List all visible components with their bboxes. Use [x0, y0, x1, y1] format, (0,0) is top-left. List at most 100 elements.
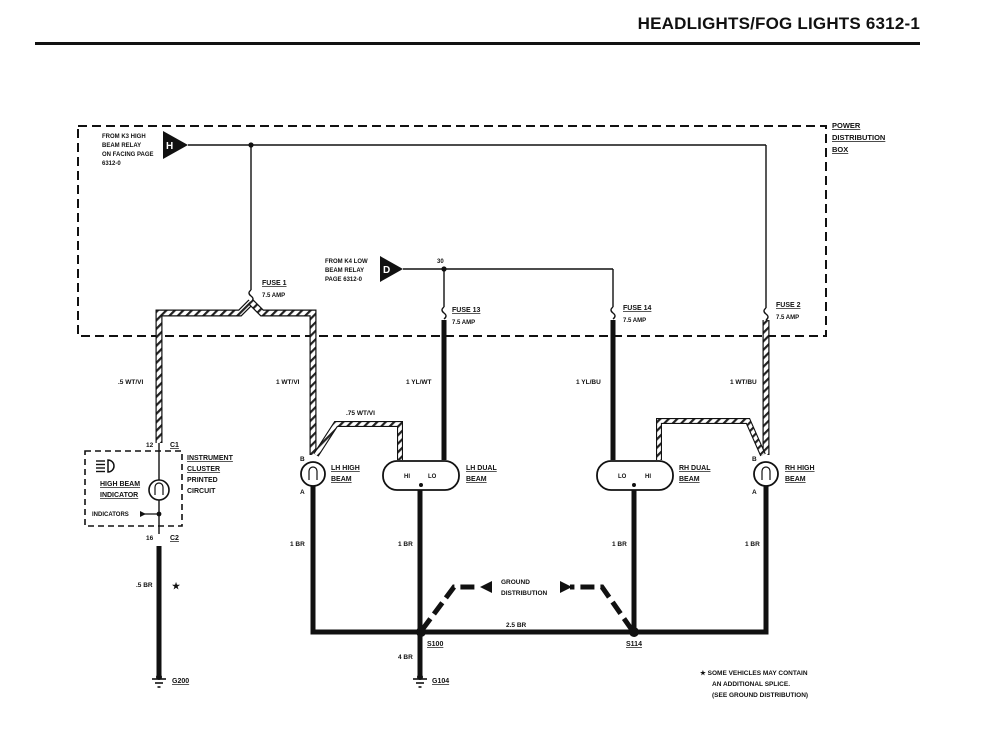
cluster-c2: C2 — [170, 535, 179, 542]
ground-dist-arrow-right — [560, 581, 572, 593]
ground-symbol-icon — [413, 678, 427, 688]
rh-high-label-2: BEAM — [785, 476, 806, 483]
high-beam-icon — [96, 459, 115, 473]
rh-dual-label-2: BEAM — [679, 476, 700, 483]
wire-wt-vi-cluster — [155, 299, 254, 443]
rh-high-pin-a: A — [752, 489, 757, 496]
fuse2-name: FUSE 2 — [776, 302, 801, 309]
connector-d-label-3: PAGE 6312-0 — [325, 277, 363, 283]
ground-dist-arrow-left — [480, 581, 492, 593]
connector-h-label-2: BEAM RELAY — [102, 143, 141, 149]
splice-s100 — [416, 627, 426, 637]
page-title: HEADLIGHTS/FOG LIGHTS 6312-1 — [637, 14, 920, 33]
lh-high-label-1: LH HIGH — [331, 465, 360, 472]
wire-075-wt-vi — [313, 421, 403, 460]
lh-high-label-2: BEAM — [331, 476, 352, 483]
cluster-label-1: INSTRUMENT — [187, 455, 234, 462]
ground-dist-lead-left — [419, 584, 480, 632]
fuse1-rating: 7.5 AMP — [262, 293, 285, 299]
lh-dual-hi: HI — [404, 474, 410, 480]
connector-h — [163, 131, 188, 159]
indicators-label: INDICATORS — [92, 512, 129, 518]
lh-high-filament — [308, 466, 318, 480]
rh-high-pin-b: B — [752, 456, 757, 463]
cluster-label-3: PRINTED — [187, 477, 218, 484]
ground-label-g7: 4 BR — [398, 654, 413, 661]
wire-075-wt-vi-fill — [314, 422, 402, 460]
ground-star: ★ — [172, 581, 181, 591]
rh-dual-label-1: RH DUAL — [679, 465, 711, 472]
lh-high-pin-a: A — [300, 489, 305, 496]
fuse2-rating: 7.5 AMP — [776, 315, 799, 321]
wire-label-w2: 1 WT/VI — [276, 379, 300, 386]
wire-wt-vi-cluster-fill — [156, 300, 253, 443]
ground-label-g1: .5 BR — [136, 582, 153, 589]
striped-wires — [155, 299, 770, 460]
lh-high-beam-lamp — [300, 461, 326, 487]
fuse13-symbol — [441, 306, 447, 320]
rh-dual-hi: HI — [645, 474, 651, 480]
rh-dual-lo: LO — [618, 474, 627, 480]
fuse2-symbol — [763, 307, 769, 321]
splice-s114 — [629, 627, 639, 637]
footnote-line-2: AN ADDITIONAL SPLICE. — [712, 681, 790, 688]
lh-dual-label-2: BEAM — [466, 476, 487, 483]
connector-d — [380, 256, 403, 282]
ground-wire-lh-high — [310, 486, 420, 635]
wire-label-w1: .5 WT/VI — [118, 379, 143, 386]
ground-label-g4: 1 BR — [612, 541, 627, 548]
footnote-line-3: (SEE GROUND DISTRIBUTION) — [712, 692, 808, 699]
fuse1-name: FUSE 1 — [262, 280, 287, 287]
connector-d-label-2: BEAM RELAY — [325, 268, 364, 274]
fuse1-symbol — [248, 289, 254, 303]
power-distribution-box — [77, 125, 827, 337]
pdbox-label-2: DISTRIBUTION — [832, 133, 885, 142]
cluster-label-4: CIRCUIT — [187, 488, 216, 495]
fuse13-rating: 7.5 AMP — [452, 320, 475, 326]
rh-high-filament — [761, 466, 771, 480]
ground-symbol-icon — [152, 678, 166, 688]
ground-wires — [156, 486, 769, 676]
ground-dist-lead-right — [570, 584, 635, 632]
fuse14-symbol — [610, 306, 616, 320]
instrument-cluster-box — [84, 450, 183, 527]
ground-dist-label-1: GROUND — [501, 579, 530, 586]
connector-d-letter: D — [383, 265, 390, 276]
connector-h-label-3: ON FACING PAGE — [102, 152, 154, 158]
ground-g200-point — [156, 674, 162, 680]
ground-label-g2: 1 BR — [290, 541, 305, 548]
connector-h-letter: H — [166, 141, 173, 152]
footnote-line-1: ★ SOME VEHICLES MAY CONTAIN — [700, 669, 808, 677]
wire-label-w5: 1 YL/BU — [576, 379, 601, 386]
ground-g104-label: G104 — [432, 678, 449, 685]
ground-g200-label: G200 — [172, 678, 189, 685]
connector-d-terminal: 30 — [437, 259, 444, 265]
ground-label-g5: 1 BR — [745, 541, 760, 548]
rh-high-beam-lamp — [753, 461, 779, 487]
ground-g104-point — [417, 674, 423, 680]
pdbox-label-1: POWER — [832, 121, 861, 130]
ground-dist-label-2: DISTRIBUTION — [501, 590, 548, 597]
splice-s114-label: S114 — [626, 641, 642, 648]
indicator-label-2: INDICATOR — [100, 492, 138, 499]
header-rule — [35, 42, 920, 45]
lh-high-pin-b: B — [300, 456, 305, 463]
wire-label-w4: 1 YL/WT — [406, 379, 432, 386]
wire-label-w3: .75 WT/VI — [346, 410, 375, 417]
cluster-c1: C1 — [170, 442, 179, 449]
pdbox-label-3: BOX — [832, 145, 848, 154]
ground-wire-rh-high — [634, 486, 769, 635]
wire-wt-bu-rh-dual-fill — [657, 419, 765, 460]
fuse14-rating: 7.5 AMP — [623, 318, 646, 324]
lh-dual-label-1: LH DUAL — [466, 465, 497, 472]
fuse13-name: FUSE 13 — [452, 307, 481, 314]
connector-h-label-4: 6312-0 — [102, 161, 121, 167]
ground-label-g3: 1 BR — [398, 541, 413, 548]
connector-d-label-1: FROM K4 LOW — [325, 259, 368, 265]
splice-s100-label: S100 — [427, 641, 443, 648]
lh-dual-lo: LO — [428, 474, 437, 480]
indicator-filament — [154, 482, 164, 495]
lh-dual-ground-splice — [419, 483, 423, 487]
